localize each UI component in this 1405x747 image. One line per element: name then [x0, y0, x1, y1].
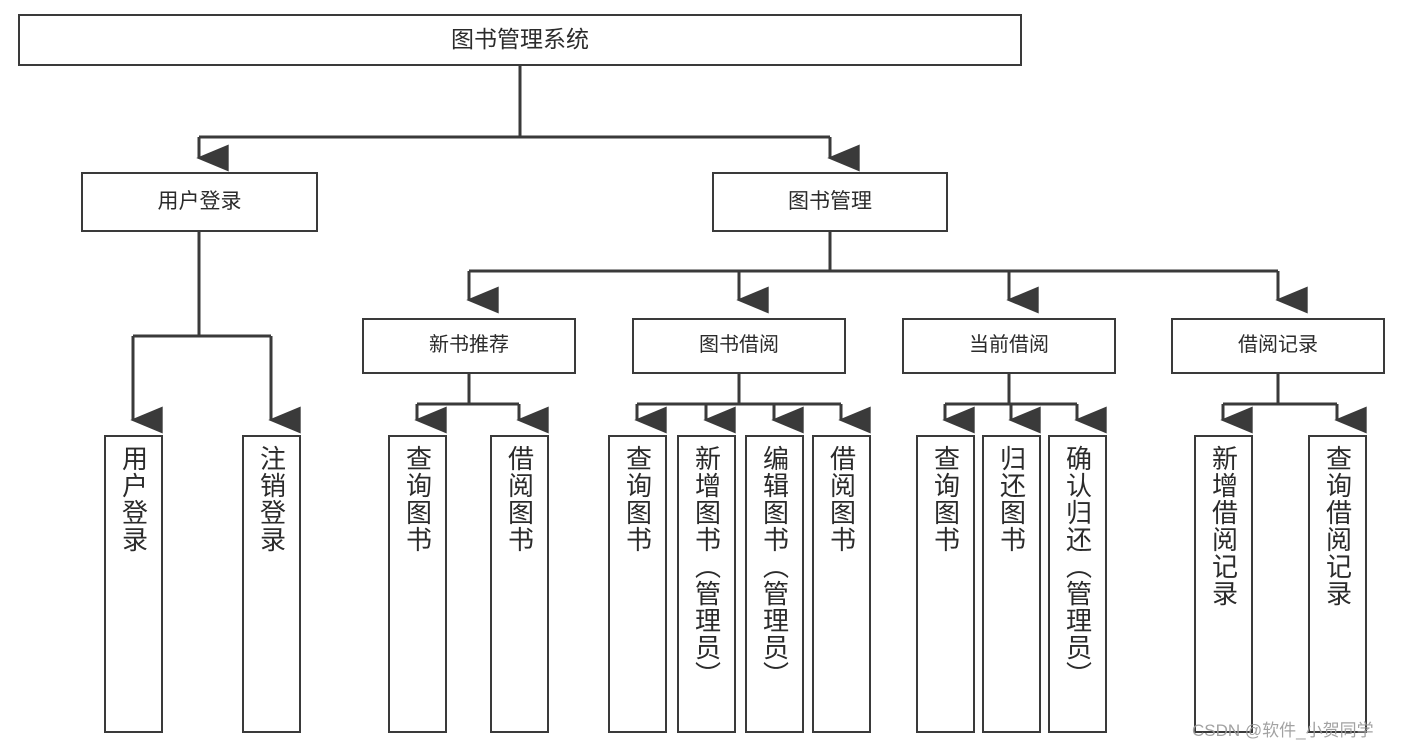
leaf-current-borrow-confirm[interactable]: 确认归还（管理员） [1048, 435, 1107, 733]
node-borrow-record-label: 借阅记录 [1238, 334, 1318, 357]
leaf-user-login-logout[interactable]: 注销登录 [242, 435, 301, 733]
leaf-borrow-record-add-label: 新增借阅记录 [1208, 445, 1239, 607]
node-root-label: 图书管理系统 [451, 26, 589, 53]
leaf-current-borrow-return[interactable]: 归还图书 [982, 435, 1041, 733]
node-book-borrow[interactable]: 图书借阅 [632, 318, 846, 374]
node-book-manage[interactable]: 图书管理 [712, 172, 948, 232]
node-book-manage-label: 图书管理 [788, 189, 872, 213]
leaf-user-login-login-label: 用户登录 [118, 445, 149, 553]
node-user-login[interactable]: 用户登录 [81, 172, 318, 232]
node-borrow-record[interactable]: 借阅记录 [1171, 318, 1385, 374]
leaf-new-book-borrow-label: 借阅图书 [504, 445, 535, 553]
leaf-current-borrow-confirm-label: 确认归还（管理员） [1062, 445, 1093, 688]
leaf-current-borrow-return-label: 归还图书 [996, 445, 1027, 553]
leaf-current-borrow-query-label: 查询图书 [930, 445, 961, 553]
node-root[interactable]: 图书管理系统 [18, 14, 1022, 66]
node-current-borrow[interactable]: 当前借阅 [902, 318, 1116, 374]
leaf-new-book-query-label: 查询图书 [402, 445, 433, 553]
leaf-user-login-logout-label: 注销登录 [256, 445, 287, 553]
node-new-book-recommend-label: 新书推荐 [429, 334, 509, 357]
leaf-book-borrow-edit-label: 编辑图书（管理员） [759, 445, 790, 688]
leaf-book-borrow-edit[interactable]: 编辑图书（管理员） [745, 435, 804, 733]
leaf-book-borrow-borrow[interactable]: 借阅图书 [812, 435, 871, 733]
leaf-new-book-query[interactable]: 查询图书 [388, 435, 447, 733]
leaf-book-borrow-query[interactable]: 查询图书 [608, 435, 667, 733]
csdn-watermark: CSDN @软件_小贺同学 [1192, 721, 1374, 740]
node-book-borrow-label: 图书借阅 [699, 334, 779, 357]
node-user-login-label: 用户登录 [157, 189, 242, 213]
leaf-borrow-record-query[interactable]: 查询借阅记录 [1308, 435, 1367, 733]
leaf-current-borrow-query[interactable]: 查询图书 [916, 435, 975, 733]
node-current-borrow-label: 当前借阅 [969, 334, 1049, 357]
leaf-borrow-record-query-label: 查询借阅记录 [1322, 445, 1353, 607]
leaf-user-login-login[interactable]: 用户登录 [104, 435, 163, 733]
leaf-borrow-record-add[interactable]: 新增借阅记录 [1194, 435, 1253, 733]
node-new-book-recommend[interactable]: 新书推荐 [362, 318, 576, 374]
leaf-book-borrow-borrow-label: 借阅图书 [826, 445, 857, 553]
leaf-new-book-borrow[interactable]: 借阅图书 [490, 435, 549, 733]
leaf-book-borrow-query-label: 查询图书 [622, 445, 653, 553]
leaf-book-borrow-add-label: 新增图书（管理员） [691, 445, 722, 688]
leaf-book-borrow-add[interactable]: 新增图书（管理员） [677, 435, 736, 733]
